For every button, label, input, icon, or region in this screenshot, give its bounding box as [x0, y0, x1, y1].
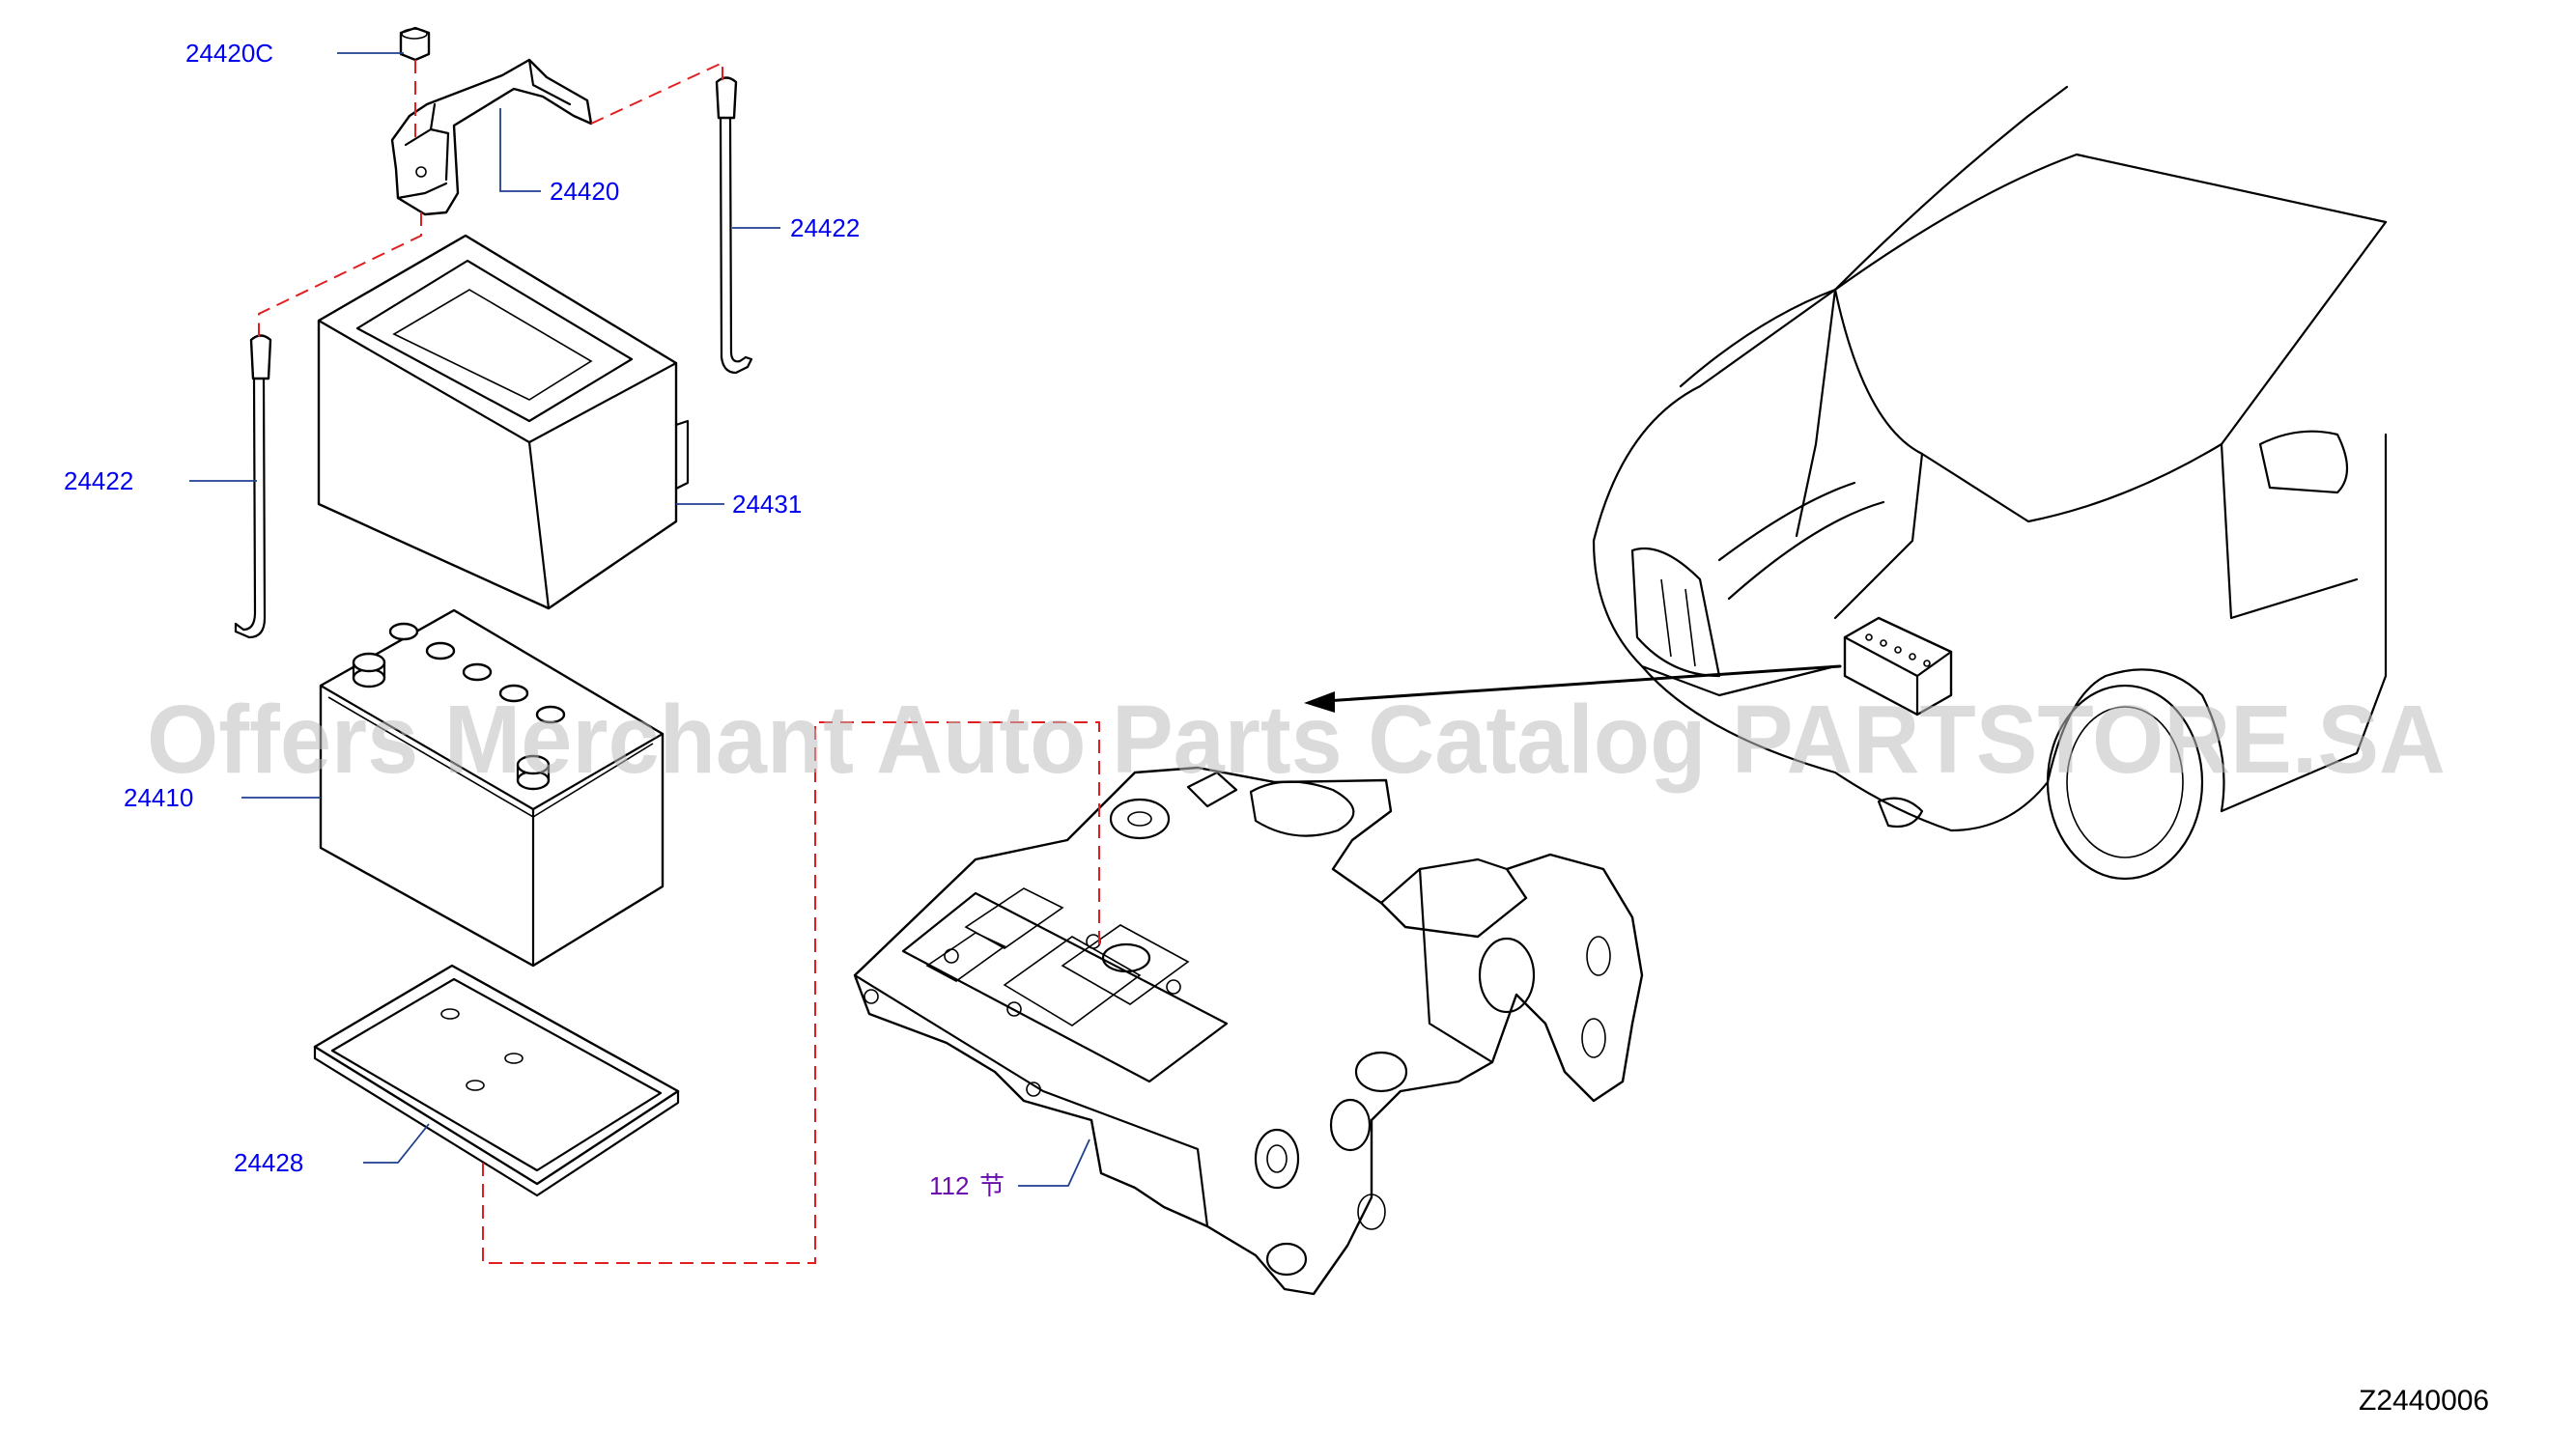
cover-24431-drawing — [317, 234, 690, 610]
vehicle-sketch — [1592, 85, 2388, 881]
assembly-dashed-lines — [258, 60, 1100, 1264]
label-24431: 24431 — [732, 490, 802, 519]
label-24420: 24420 — [550, 177, 619, 206]
leader-lines — [189, 52, 1090, 1187]
battery-24410-drawing — [319, 608, 665, 968]
label-ref-112-glyph: 节 — [979, 1171, 1005, 1200]
label-24420c: 24420C — [185, 39, 273, 68]
mount-bracket-112-drawing — [853, 766, 1644, 1296]
label-ref-112: 112 — [929, 1171, 969, 1200]
label-24422-right: 24422 — [790, 213, 860, 242]
label-24422-left: 24422 — [64, 466, 133, 495]
battery-location-marker — [1843, 616, 1953, 716]
rod-24422-left-drawing — [234, 334, 272, 639]
label-24410: 24410 — [124, 783, 193, 812]
pointer-arrow — [1304, 664, 1842, 713]
tray-24428-drawing — [313, 964, 680, 1197]
drawing-id: Z2440006 — [2359, 1385, 2489, 1417]
nut-24420c-drawing — [399, 26, 431, 62]
watermark-text: Offers Merchant Auto Parts Catalog PARTS… — [147, 686, 2446, 794]
rod-24422-right-drawing — [715, 76, 753, 375]
bracket-24420-drawing — [390, 58, 593, 216]
label-24428: 24428 — [234, 1148, 303, 1177]
